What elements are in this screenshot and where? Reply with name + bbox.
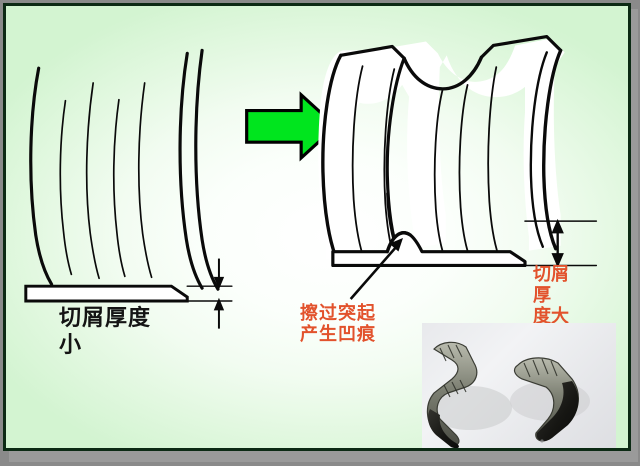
thin-thickness-dimension (213, 258, 225, 329)
right-thick-chip-group (318, 35, 598, 268)
right-chip-caption: 切屑 厚 度大 (533, 264, 579, 327)
right-caption-line-2: 厚 (533, 285, 551, 306)
chip-flow-line-2 (85, 82, 100, 280)
right-caption-line-3: 度大 (533, 306, 569, 327)
right-outer-silhouette (542, 48, 563, 251)
diagram-canvas: 切屑厚度 小 擦过突起 产生凹痕 切屑 厚 度大 (6, 6, 628, 448)
thick-chip-fill (318, 38, 565, 260)
left-outer-silhouette (321, 53, 343, 262)
left-thin-chip-group (24, 48, 233, 303)
top-face-left-edge (339, 44, 406, 60)
left-flow-line-1 (351, 65, 365, 259)
photo-chips (426, 341, 590, 448)
right-caption-line-1: 切屑 (533, 264, 569, 285)
chip-right-outline-inner (194, 48, 220, 291)
callout-pointer-arrow (349, 237, 403, 300)
chip-left-outline (29, 66, 54, 286)
mid-flow-line-3 (487, 66, 501, 259)
chip-flow-line-1 (59, 99, 73, 276)
top-face-right-edge (479, 35, 563, 59)
thin-chip-slab (24, 284, 189, 303)
chip-flow-line-3 (112, 98, 126, 278)
thick-thickness-dimension (551, 218, 564, 268)
slide-frame: 切屑厚度 小 擦过突起 产生凹痕 切屑 厚 度大 (3, 3, 631, 451)
protrusion-callout-text: 擦过突起 产生凹痕 (300, 303, 376, 345)
chip-flow-line-4 (137, 82, 153, 279)
photo-chip-left (426, 341, 478, 448)
base-slab-bevel (508, 250, 527, 263)
mid-flow-line-2 (458, 84, 472, 261)
chip-right-outline-outer (178, 51, 204, 290)
chip-sample-photo (422, 323, 616, 448)
protrusion-bump (385, 231, 412, 254)
right-inner-silhouette (529, 51, 548, 248)
thin-chip-bevel (170, 285, 189, 299)
photo-chip-right (513, 357, 579, 442)
left-chip-caption: 切屑厚度 小 (59, 306, 152, 358)
line-art-layer (24, 35, 598, 329)
mid-flow-line-1 (433, 87, 447, 262)
